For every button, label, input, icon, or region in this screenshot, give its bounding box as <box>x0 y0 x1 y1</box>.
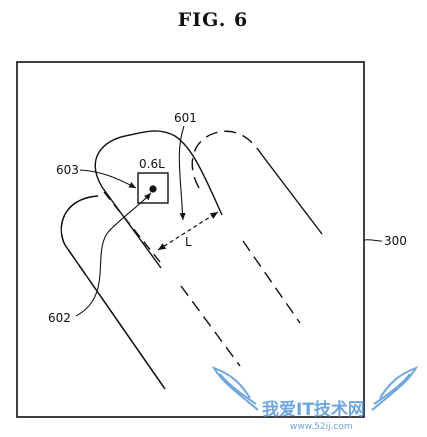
watermark: 我爱IT技术网 www.52ij.com <box>211 366 419 432</box>
leader-602 <box>75 192 152 317</box>
watermark-url: www.52ij.com <box>290 422 353 432</box>
label-602: 602 <box>48 311 71 325</box>
label-0-6L: 0.6L <box>139 157 165 171</box>
finger-right <box>191 130 323 324</box>
finger-middle <box>94 130 241 367</box>
watermark-text: 我爱IT技术网 <box>262 399 365 420</box>
label-603: 603 <box>56 163 79 177</box>
figure-title: FIG. 6 <box>178 9 248 31</box>
touch-point <box>149 185 157 193</box>
label-601: 601 <box>174 111 197 125</box>
label-L: L <box>185 235 192 249</box>
frame-leader-line <box>363 239 383 242</box>
label-300: 300 <box>384 234 407 248</box>
width-dimension <box>157 211 219 251</box>
finger-left <box>60 191 166 390</box>
leader-601 <box>178 125 186 221</box>
leader-603 <box>79 169 137 189</box>
watermark-wings-icon <box>211 366 419 411</box>
